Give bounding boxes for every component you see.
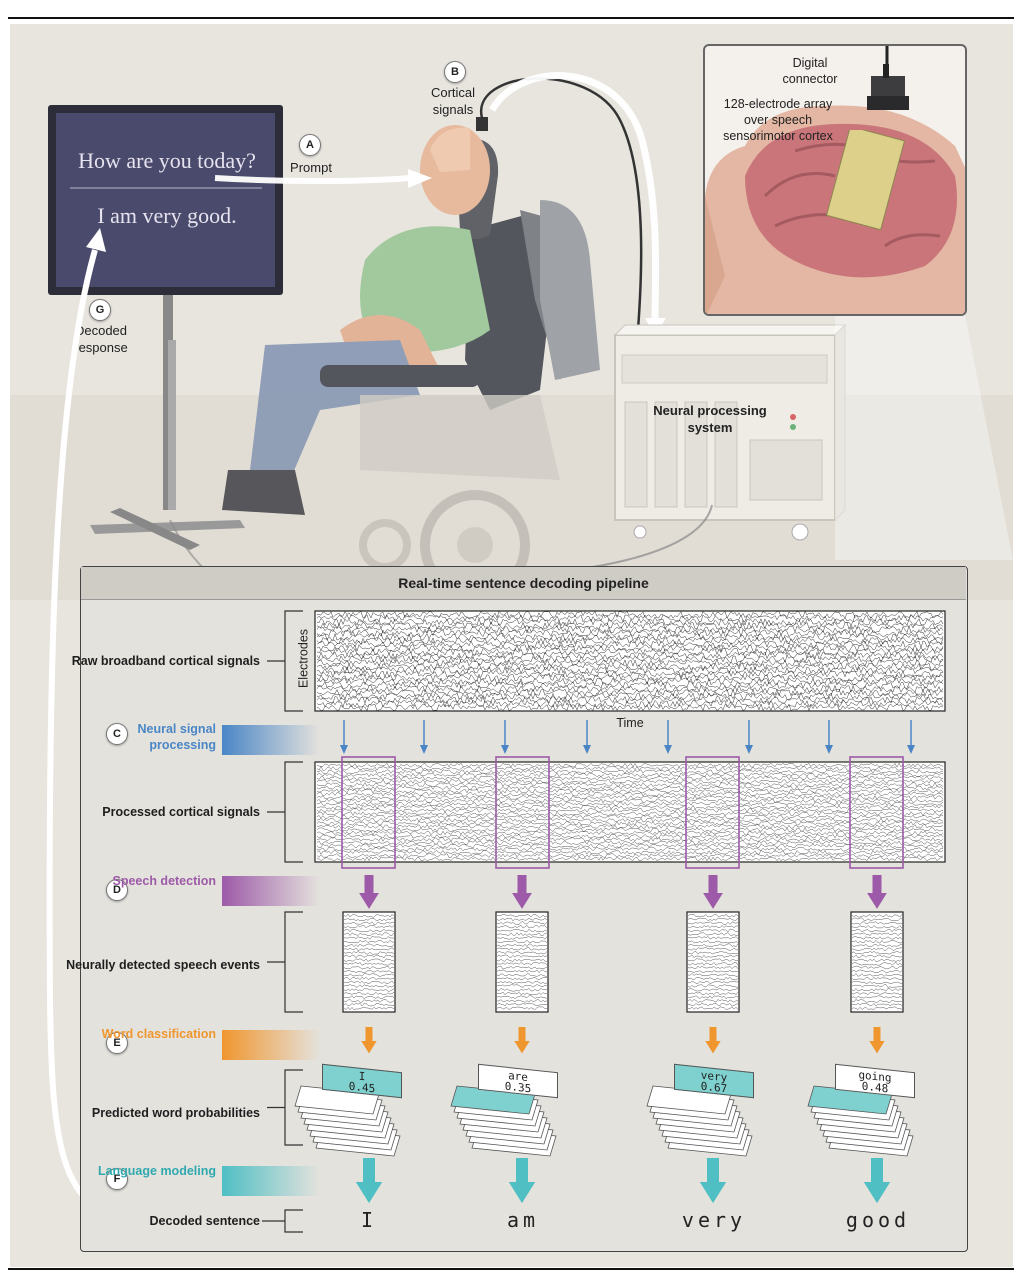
decoded-bracket xyxy=(262,1209,303,1233)
array-label: 128-electrode array over speech sensorim… xyxy=(723,97,833,143)
step-c-label: Neural signal processing xyxy=(137,722,217,752)
speech-event-traces-4 xyxy=(851,913,903,1010)
decoded-word-4: good xyxy=(845,1208,911,1232)
band-e xyxy=(222,1030,320,1060)
band-c xyxy=(222,725,320,755)
language-arrow-4 xyxy=(863,1158,891,1204)
arrow-g xyxy=(46,228,151,1224)
row-label-probabilities: Predicted word probabilities xyxy=(91,1106,260,1120)
band-f xyxy=(222,1166,320,1196)
processing-cabinet xyxy=(613,323,847,541)
step-e-label: Word classification xyxy=(101,1027,216,1041)
decoded-word-1: I xyxy=(360,1208,378,1232)
step-d-badge: D xyxy=(106,879,128,901)
classification-arrow-1 xyxy=(361,1027,377,1054)
processing-arrowhead-5 xyxy=(664,745,672,754)
monitor-stand xyxy=(90,290,245,550)
step-a-label: Prompt xyxy=(290,160,332,175)
electrode-array xyxy=(825,130,906,230)
speech-event-box-3 xyxy=(686,911,740,1013)
speech-window-3 xyxy=(685,756,740,869)
pedestal-connector xyxy=(476,117,488,131)
row-label-raw: Raw broadband cortical signals xyxy=(71,654,260,668)
processing-arrowhead-4 xyxy=(583,745,591,754)
inset-wedge xyxy=(835,315,1013,560)
processor-label: Neural processing system xyxy=(653,403,767,435)
step-c-badge: C xyxy=(106,723,128,745)
monitor-response-text: I am very good. xyxy=(97,203,237,228)
decoded-word-2: am xyxy=(506,1208,540,1232)
detection-arrow-3 xyxy=(703,875,723,909)
raw-signal-traces xyxy=(316,610,944,712)
step-g-badge: G xyxy=(89,299,111,321)
speech-event-traces-2 xyxy=(496,913,548,1010)
speech-window-1 xyxy=(341,756,396,869)
pipeline-title-bar: Real-time sentence decoding pipeline xyxy=(81,567,966,600)
raw-bracket xyxy=(267,610,303,712)
row-label-decoded: Decoded sentence xyxy=(149,1214,260,1228)
monitor xyxy=(48,105,283,295)
speech-event-box-4 xyxy=(850,911,904,1013)
row-label-events: Neurally detected speech events xyxy=(66,958,260,972)
speech-event-box-2 xyxy=(495,911,549,1013)
speech-event-traces-1 xyxy=(343,913,395,1011)
step-f-label: Language modeling xyxy=(97,1164,216,1178)
processing-arrowhead-8 xyxy=(907,745,915,754)
processing-arrowhead-3 xyxy=(501,745,509,754)
step-b-label: Cortical signals xyxy=(430,85,476,117)
step-b-badge: B xyxy=(444,61,466,83)
classification-arrow-3 xyxy=(705,1027,721,1054)
top-rule xyxy=(8,17,1014,19)
detection-arrow-1 xyxy=(359,875,379,909)
decoded-word-3: very xyxy=(681,1208,747,1232)
speech-event-box-1 xyxy=(342,911,396,1013)
step-f-badge: F xyxy=(106,1168,128,1190)
signal-cable xyxy=(479,77,643,331)
step-d-label: Speech detection xyxy=(112,874,217,888)
arrow-a xyxy=(214,175,411,184)
step-a-badge: A xyxy=(299,134,321,156)
language-arrow-1 xyxy=(355,1158,383,1204)
bottom-rule xyxy=(8,1268,1014,1270)
processed-signal-traces xyxy=(316,762,944,862)
step-e-badge: E xyxy=(106,1032,128,1054)
classification-arrow-4 xyxy=(869,1027,885,1054)
processing-arrowhead-2 xyxy=(420,745,428,754)
processed-bracket xyxy=(267,761,303,863)
processing-arrowhead-1 xyxy=(340,745,348,754)
arrow-b xyxy=(488,72,660,323)
y-axis-label: Electrodes xyxy=(296,628,311,689)
row-label-processed: Processed cortical signals xyxy=(102,805,260,819)
classification-arrow-2 xyxy=(514,1027,530,1054)
events-bracket xyxy=(267,911,303,1013)
patient xyxy=(222,125,600,600)
connector-label: Digital connector xyxy=(782,56,838,86)
processing-arrowhead-7 xyxy=(825,745,833,754)
scene-illustration xyxy=(10,72,1013,600)
language-arrow-3 xyxy=(699,1158,727,1204)
detection-arrow-4 xyxy=(867,875,887,909)
brain-inset: Digital connector 128-electrode array ov… xyxy=(703,44,967,316)
probabilities-bracket xyxy=(267,1069,303,1146)
speech-window-4 xyxy=(849,756,904,869)
speech-window-2 xyxy=(495,756,550,869)
digital-connector xyxy=(867,64,909,110)
detection-arrow-2 xyxy=(512,875,532,909)
step-g-label: Decoded response xyxy=(74,323,128,355)
monitor-prompt-text: How are you today? xyxy=(78,148,256,173)
language-arrow-2 xyxy=(508,1158,536,1204)
speech-event-traces-3 xyxy=(687,913,739,1010)
x-axis-label: Time xyxy=(616,716,644,730)
pipeline-title: Real-time sentence decoding pipeline xyxy=(398,575,649,591)
processing-arrowhead-6 xyxy=(745,745,753,754)
band-d xyxy=(222,876,320,906)
